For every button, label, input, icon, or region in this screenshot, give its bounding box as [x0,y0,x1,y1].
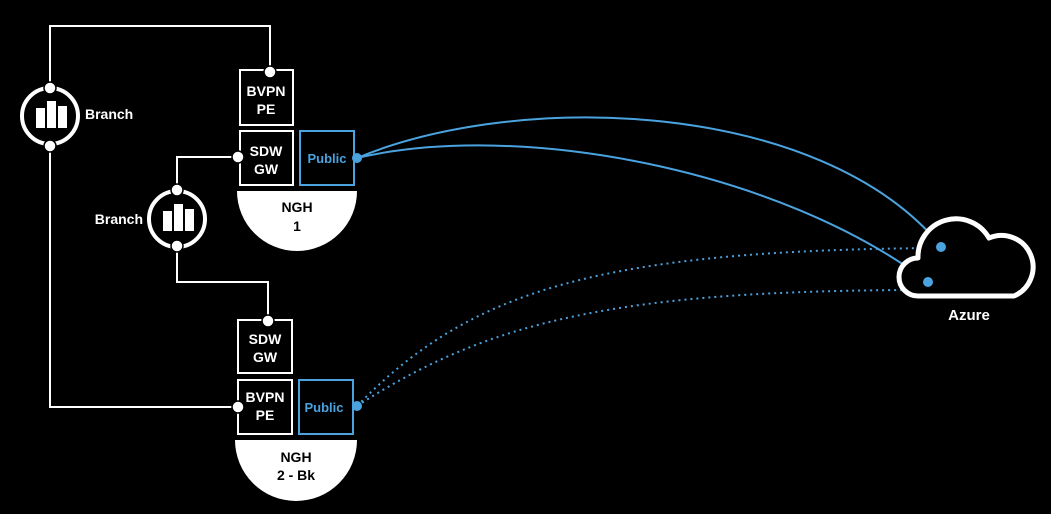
branch-top-port-top [43,81,57,95]
ngh1-bvpn-label: BVPN [247,83,286,99]
ngh2-site: SDW GW BVPN PE Public NGH 2 - Bk [231,314,362,501]
azure-port-bottom [923,277,933,287]
ngh1-pe-label: PE [257,101,276,117]
branch-top-label: Branch [85,106,133,122]
building-icon [163,204,194,231]
ngh1-gw-label: GW [254,161,279,177]
branch-mid-label: Branch [95,211,143,227]
branch-top-to-ngh1-bvpn-line [49,25,271,88]
ngh1-public-box [299,130,355,186]
branch-top-node: Branch [20,81,133,153]
ngh2-bvpn-pe-box [237,379,293,435]
ngh2-sdw-port [261,314,275,328]
ngh1-public-to-azure-link-a [356,116,942,247]
ngh1-sdw-gw-box [239,130,294,186]
branch-mid-port-top [170,183,184,197]
ngh1-bvpn-port [263,65,277,79]
azure-cloud: Azure [896,216,1036,324]
branch-mid-to-ngh2-sdw-line [176,246,269,320]
public-internet-links [356,116,942,407]
cloud-icon [896,216,1036,299]
branch-mid-to-ngh1-sdw-line [176,156,238,190]
ngh1-sdw-port [231,150,245,164]
ngh2-bvpn-port [231,400,245,414]
branch-mid-node: Branch [95,183,207,253]
ngh2-public-port [352,401,362,411]
building-icon [36,101,67,128]
azure-label: Azure [948,307,990,324]
branch-top-port-bottom [43,139,57,153]
azure-port-top [936,242,946,252]
branch-mid-port-bottom [170,239,184,253]
ngh1-public-to-azure-link-b [356,144,929,283]
ngh2-public-to-azure-link-b [356,289,929,407]
wired-connections [49,25,271,408]
ngh1-public-port [352,153,362,163]
ngh1-site-number: 1 [293,218,301,234]
ngh1-sdw-label: SDW [250,143,283,159]
ngh2-public-to-azure-link-a [356,247,942,407]
ngh2-sdw-label: SDW [249,331,282,347]
ngh1-bvpn-pe-box [239,69,294,126]
ngh2-bvpn-label: BVPN [246,389,285,405]
ngh1-site-dome [237,191,357,251]
ngh1-site-name: NGH [281,199,312,215]
ngh2-site-name: NGH [280,449,311,465]
ngh2-site-dome [235,440,357,501]
ngh2-site-number: 2 - Bk [277,467,315,483]
ngh2-public-label: Public [304,400,343,415]
branch-top-to-ngh2-bvpn-line [49,146,238,408]
ngh1-public-label: Public [307,151,346,166]
ngh2-gw-label: GW [253,349,278,365]
ngh2-pe-label: PE [256,407,275,423]
ngh1-site: BVPN PE SDW GW Public NGH 1 [231,65,362,251]
